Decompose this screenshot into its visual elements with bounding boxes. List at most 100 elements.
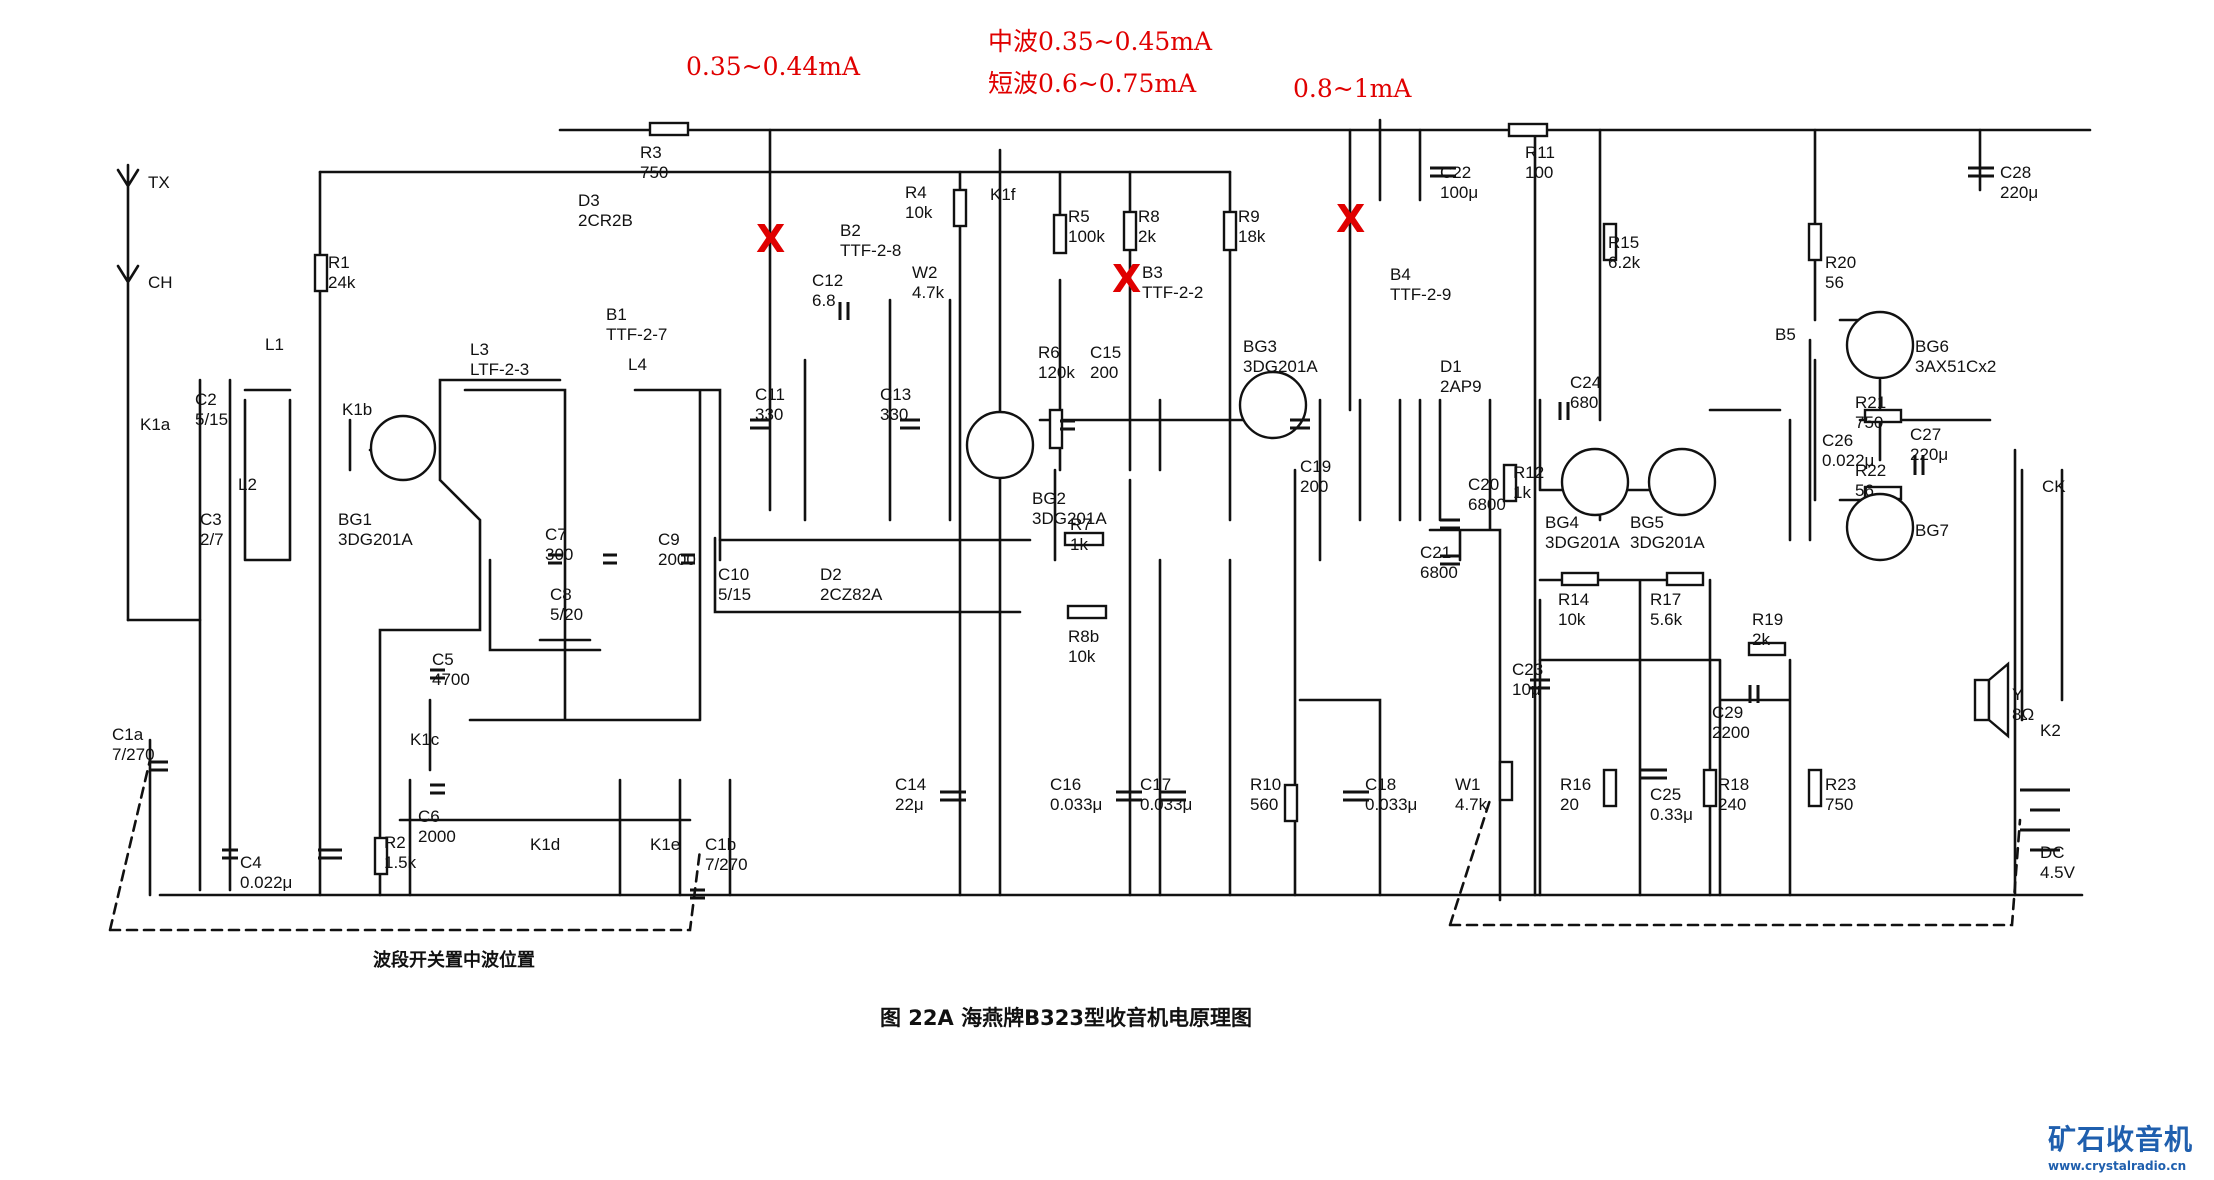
value-r12: 1k xyxy=(1513,483,1531,502)
ref-k1d: K1d xyxy=(530,835,560,854)
value-c7: 300 xyxy=(545,545,573,564)
ref-w1: W1 xyxy=(1455,775,1481,794)
ref-l1: L1 xyxy=(265,335,284,354)
ref-dc: DC xyxy=(2040,843,2065,862)
ref-c15: C15 xyxy=(1090,343,1121,362)
ref-c10: C10 xyxy=(718,565,749,584)
ref-r14: R14 xyxy=(1558,590,1589,609)
value-c17: 0.033μ xyxy=(1140,795,1192,814)
value-w1: 4.7k xyxy=(1455,795,1488,814)
value-c16: 0.033μ xyxy=(1050,795,1102,814)
value-dc: 4.5V xyxy=(2040,863,2076,882)
ref-r9: R9 xyxy=(1238,207,1260,226)
ref-r3: R3 xyxy=(640,143,662,162)
value-d3: 2CR2B xyxy=(578,211,633,230)
ref-r1: R1 xyxy=(328,253,350,272)
value-r21: 750 xyxy=(1855,413,1883,432)
watermark-name: 矿石收音机 xyxy=(2048,1123,2194,1156)
ref-k1e: K1e xyxy=(650,835,680,854)
value-d2: 2CZ82A xyxy=(820,585,883,604)
ref-ck: CK xyxy=(2042,477,2066,496)
value-c8: 5/20 xyxy=(550,605,583,624)
ref-bg2: BG2 xyxy=(1032,489,1066,508)
cut-mark-bg3: X xyxy=(1336,197,1365,241)
ref-r5: R5 xyxy=(1068,207,1090,226)
value-r9: 18k xyxy=(1238,227,1266,246)
ref-r7: R7 xyxy=(1070,515,1092,534)
ref-c4: C4 xyxy=(240,853,262,872)
ref-c28: C28 xyxy=(2000,163,2031,182)
ref-c5: C5 xyxy=(432,650,454,669)
value-b1: TTF-2-7 xyxy=(606,325,667,344)
ref-ch: CH xyxy=(148,273,173,292)
ref-r20: R20 xyxy=(1825,253,1856,272)
ref-bg3: BG3 xyxy=(1243,337,1277,356)
ref-r23: R23 xyxy=(1825,775,1856,794)
value-r2: 1.5k xyxy=(384,853,417,872)
cut-mark-bg2: X xyxy=(1112,257,1141,301)
ref-r12: R12 xyxy=(1513,463,1544,482)
value-y: 8Ω xyxy=(2012,705,2034,724)
value-c22: 100μ xyxy=(1440,183,1478,202)
value-c25: 0.33μ xyxy=(1650,805,1693,824)
ref-c22: C22 xyxy=(1440,163,1471,182)
ref-r2: R2 xyxy=(384,833,406,852)
value-c5: 4700 xyxy=(432,670,470,689)
ref-k1f: K1f xyxy=(990,185,1016,204)
value-c3: 2/7 xyxy=(200,530,224,549)
ref-r4: R4 xyxy=(905,183,927,202)
value-r6: 120k xyxy=(1038,363,1075,382)
ref-c20: C20 xyxy=(1468,475,1499,494)
ref-c6: C6 xyxy=(418,807,440,826)
current-note-bg3: 0.8~1mA xyxy=(1293,74,1412,103)
ref-r8b: R8b xyxy=(1068,627,1099,646)
ref-c2: C2 xyxy=(195,390,217,409)
ref-d2: D2 xyxy=(820,565,842,584)
ref-c19: C19 xyxy=(1300,457,1331,476)
value-c18: 0.033μ xyxy=(1365,795,1417,814)
ref-l3: L3 xyxy=(470,340,489,359)
ref-c29: C29 xyxy=(1712,703,1743,722)
ref-c24: C24 xyxy=(1570,373,1601,392)
ref-c23: C23 xyxy=(1512,660,1543,679)
ref-c11: C11 xyxy=(755,385,785,404)
ref-r19: R19 xyxy=(1752,610,1783,629)
ref-d3: D3 xyxy=(578,191,600,210)
ref-k1a: K1a xyxy=(140,415,171,434)
value-c15: 200 xyxy=(1090,363,1118,382)
ref-bg6: BG6 xyxy=(1915,337,1949,356)
value-bg5: 3DG201A xyxy=(1630,533,1705,552)
value-c26: 0.022μ xyxy=(1822,451,1874,470)
value-c10: 5/15 xyxy=(718,585,751,604)
value-c6: 2000 xyxy=(418,827,456,846)
components-layer xyxy=(313,121,2010,876)
ref-r18: R18 xyxy=(1718,775,1749,794)
value-c21: 6800 xyxy=(1420,563,1458,582)
value-bg6: 3AX51Cx2 xyxy=(1915,357,1996,376)
value-c14: 22μ xyxy=(895,795,924,814)
value-r1: 24k xyxy=(328,273,356,292)
value-c29: 2200 xyxy=(1712,723,1750,742)
value-r5: 100k xyxy=(1068,227,1105,246)
value-r11: 100 xyxy=(1525,163,1553,182)
value-bg4: 3DG201A xyxy=(1545,533,1620,552)
ref-b3: B3 xyxy=(1142,263,1163,282)
value-c20: 6800 xyxy=(1468,495,1506,514)
ref-b5: B5 xyxy=(1775,325,1796,344)
value-c9: 2000 xyxy=(658,550,696,569)
ref-w2: W2 xyxy=(912,263,938,282)
value-l3: LTF-2-3 xyxy=(470,360,529,379)
value-c12: 6.8 xyxy=(812,291,836,310)
ref-k1b: K1b xyxy=(342,400,372,419)
value-r10: 560 xyxy=(1250,795,1278,814)
value-r22: 56 xyxy=(1855,481,1874,500)
ref-c9: C9 xyxy=(658,530,680,549)
value-r3: 750 xyxy=(640,163,668,182)
ref-r15: R15 xyxy=(1608,233,1639,252)
value-c23: 10μ xyxy=(1512,680,1541,699)
value-r7: 1k xyxy=(1070,535,1088,554)
ref-tx: TX xyxy=(148,173,170,192)
value-b3: TTF-2-2 xyxy=(1142,283,1203,302)
value-r17: 5.6k xyxy=(1650,610,1683,629)
